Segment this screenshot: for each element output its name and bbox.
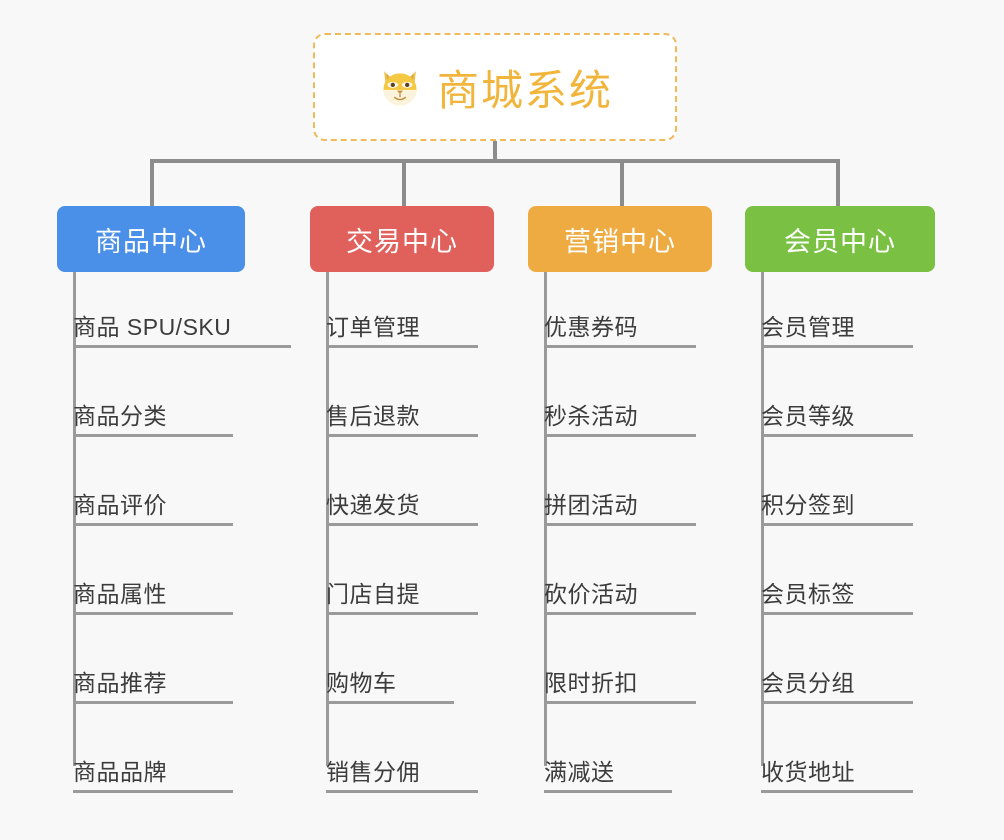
leaf-rule: [326, 345, 478, 348]
category-header-2[interactable]: 交易中心: [310, 206, 494, 272]
leaf-label: 商品 SPU/SKU: [73, 314, 232, 340]
leaf-label: 销售分佣: [326, 759, 420, 785]
leaf-rule: [73, 790, 233, 793]
category-header-3[interactable]: 营销中心: [528, 206, 712, 272]
leaf-label: 订单管理: [326, 314, 420, 340]
leaf-label: 收货地址: [761, 759, 855, 785]
leaf-rule: [761, 612, 913, 615]
leaf-label: 秒杀活动: [544, 403, 638, 429]
leaf-label: 会员管理: [761, 314, 855, 340]
leaf-rule: [544, 345, 696, 348]
category-header-label: 商品中心: [95, 226, 207, 257]
leaf-spine-1: [73, 272, 76, 766]
leaf-label: 售后退款: [326, 403, 420, 429]
shiba-dog-face-icon: [377, 64, 423, 110]
leaf-spine-2: [326, 272, 329, 766]
leaf-label: 拼团活动: [544, 492, 638, 518]
leaf-label: 会员等级: [761, 403, 855, 429]
leaf-rule: [73, 434, 233, 437]
leaf-label: 会员分组: [761, 670, 855, 696]
leaf-rule: [761, 345, 913, 348]
leaf-label: 限时折扣: [544, 670, 638, 696]
leaf-rule: [73, 612, 233, 615]
drop-connector-1: [150, 159, 154, 206]
leaf-rule: [544, 790, 672, 793]
leaf-spine-4: [761, 272, 764, 766]
leaf-rule: [326, 612, 478, 615]
root-node[interactable]: 商城系统: [313, 33, 677, 141]
leaf-label: 会员标签: [761, 581, 855, 607]
leaf-rule: [544, 434, 696, 437]
root-title: 商城系统: [436, 66, 613, 114]
category-header-4[interactable]: 会员中心: [745, 206, 935, 272]
drop-connector-4: [836, 159, 840, 206]
bus-connector: [150, 159, 840, 163]
leaf-rule: [761, 790, 913, 793]
category-header-label: 营销中心: [564, 226, 676, 257]
leaf-rule: [544, 523, 696, 526]
leaf-rule: [73, 523, 233, 526]
leaf-rule: [326, 790, 478, 793]
leaf-label: 快递发货: [326, 492, 420, 518]
leaf-label: 商品品牌: [73, 759, 167, 785]
leaf-rule: [761, 434, 913, 437]
drop-connector-3: [620, 159, 624, 206]
drop-connector-2: [402, 159, 406, 206]
leaf-rule: [761, 523, 913, 526]
leaf-label: 商品分类: [73, 403, 167, 429]
leaf-label: 商品推荐: [73, 670, 167, 696]
leaf-label: 商品评价: [73, 492, 167, 518]
leaf-label: 满减送: [544, 759, 615, 785]
leaf-rule: [73, 701, 233, 704]
leaf-label: 门店自提: [326, 581, 420, 607]
leaf-rule: [544, 612, 696, 615]
leaf-label: 购物车: [326, 670, 397, 696]
leaf-rule: [761, 701, 913, 704]
leaf-label: 积分签到: [761, 492, 855, 518]
category-header-1[interactable]: 商品中心: [57, 206, 245, 272]
leaf-label: 优惠券码: [544, 314, 638, 340]
leaf-rule: [326, 523, 478, 526]
leaf-rule: [326, 434, 478, 437]
leaf-rule: [73, 345, 291, 348]
leaf-label: 砍价活动: [544, 581, 638, 607]
category-header-label: 交易中心: [346, 226, 458, 257]
leaf-label: 商品属性: [73, 581, 167, 607]
root-stem-connector: [493, 141, 497, 161]
leaf-rule: [326, 701, 454, 704]
leaf-spine-3: [544, 272, 547, 766]
leaf-rule: [544, 701, 696, 704]
category-header-label: 会员中心: [784, 226, 896, 257]
